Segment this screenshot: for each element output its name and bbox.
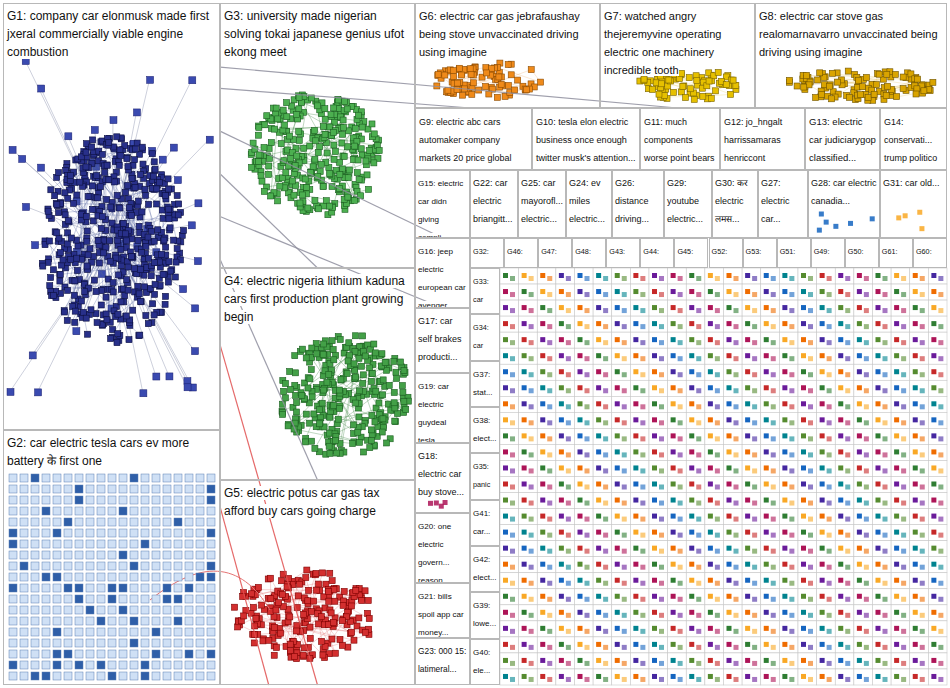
graph-canvas: G1: company car elonmusk made first jxer…: [0, 0, 950, 688]
